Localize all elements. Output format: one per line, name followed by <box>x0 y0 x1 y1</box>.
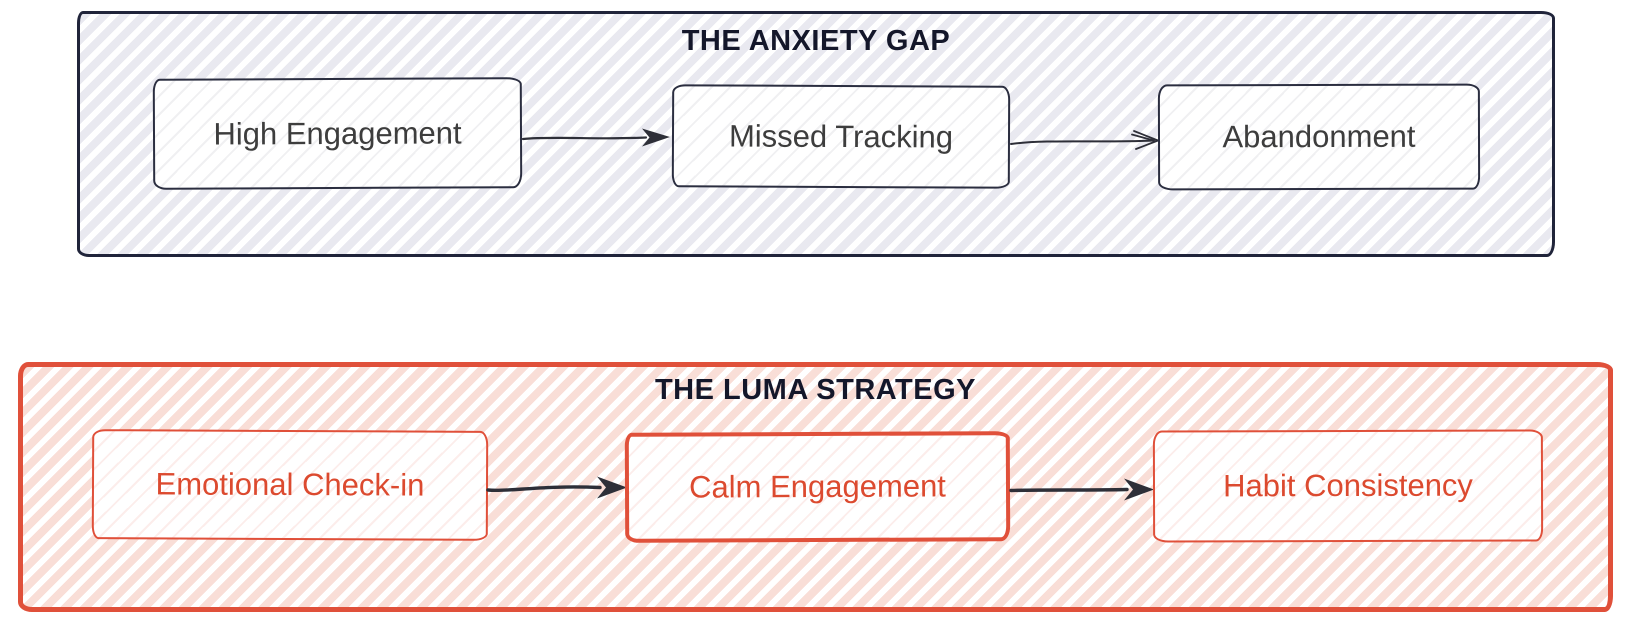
node-calm-engagement: Calm Engagement <box>624 431 1011 543</box>
anxiety-gap-title: THE ANXIETY GAP <box>681 25 951 57</box>
luma-strategy-title: THE LUMA STRATEGY <box>654 374 977 406</box>
node-high-engagement: High Engagement <box>152 77 523 190</box>
arrow-missed-to-abandonment-icon <box>1010 130 1159 150</box>
node-habit-consistency: Habit Consistency <box>1152 429 1544 543</box>
luma-strategy-panel: THE LUMA STRATEGY Emotional Check-in Cal… <box>18 362 1613 612</box>
node-emotional-check-in: Emotional Check-in <box>91 429 489 541</box>
node-missed-tracking: Missed Tracking <box>671 84 1011 189</box>
anxiety-gap-panel: THE ANXIETY GAP High Engagement Missed T… <box>77 11 1555 257</box>
arrow-emotional-to-calm-icon <box>486 476 627 499</box>
arrow-calm-to-habit-icon <box>1009 478 1154 501</box>
arrow-high-to-missed-icon <box>521 128 670 147</box>
node-abandonment: Abandonment <box>1157 83 1481 191</box>
